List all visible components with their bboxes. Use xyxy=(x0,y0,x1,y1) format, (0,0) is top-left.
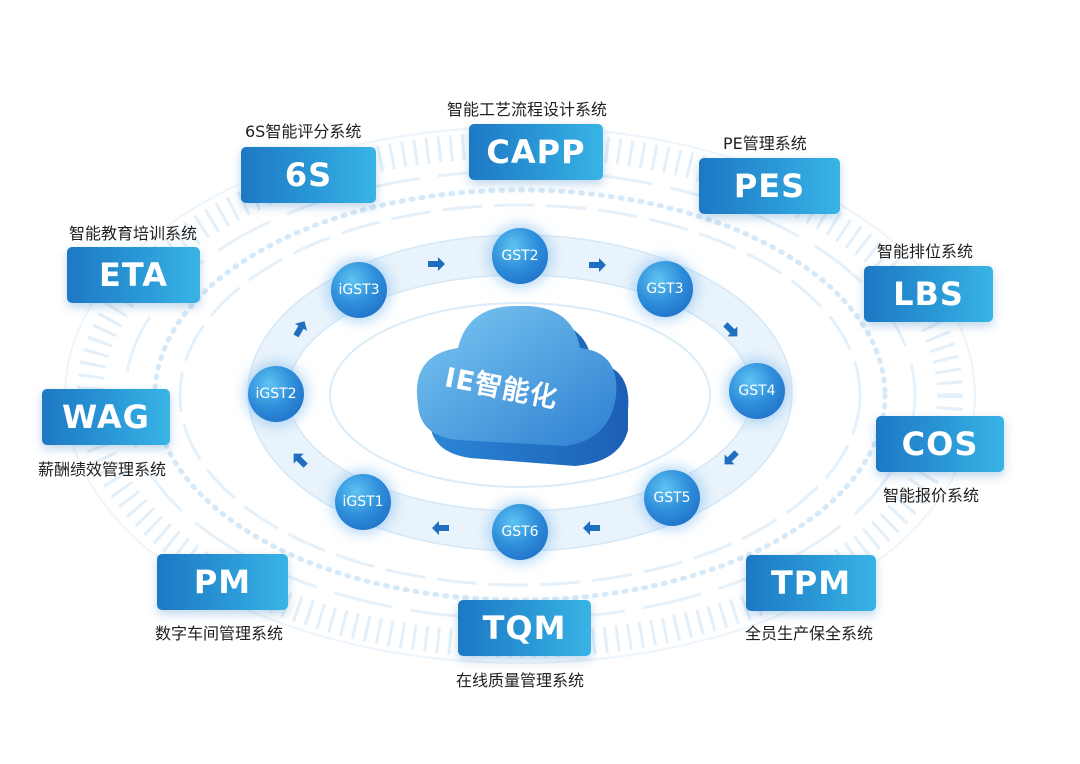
cloud-icon xyxy=(416,305,629,466)
caption-capp: 智能工艺流程设计系统 xyxy=(447,100,608,119)
caption-tqm: 在线质量管理系统 xyxy=(456,671,585,690)
system-tpm[interactable]: TPM xyxy=(746,555,876,611)
system-lbs[interactable]: LBS xyxy=(864,266,993,322)
system-cos[interactable]: COS xyxy=(876,416,1004,472)
node-gst6: GST6 xyxy=(492,504,548,560)
node-gst3: GST3 xyxy=(637,261,693,317)
caption-6s: 6S智能评分系统 xyxy=(245,122,362,141)
caption-pm: 数字车间管理系统 xyxy=(155,624,284,643)
node-igst1: iGST1 xyxy=(335,474,391,530)
system-tqm[interactable]: TQM xyxy=(458,600,591,656)
caption-wag: 薪酬绩效管理系统 xyxy=(38,460,167,479)
system-6s[interactable]: 6S xyxy=(241,147,376,203)
system-pm[interactable]: PM xyxy=(157,554,288,610)
node-gst4: GST4 xyxy=(729,363,785,419)
caption-lbs: 智能排位系统 xyxy=(877,242,974,261)
system-eta[interactable]: ETA xyxy=(67,247,200,303)
caption-pes: PE管理系统 xyxy=(723,134,807,153)
node-gst2: GST2 xyxy=(492,228,548,284)
caption-cos: 智能报价系统 xyxy=(883,486,980,505)
node-igst3: iGST3 xyxy=(331,262,387,318)
node-gst5: GST5 xyxy=(644,470,700,526)
system-pes[interactable]: PES xyxy=(699,158,840,214)
system-capp[interactable]: CAPP xyxy=(469,124,603,180)
caption-tpm: 全员生产保全系统 xyxy=(745,624,874,643)
caption-eta: 智能教育培训系统 xyxy=(69,224,198,243)
system-wag[interactable]: WAG xyxy=(42,389,170,445)
node-igst2: iGST2 xyxy=(248,366,304,422)
